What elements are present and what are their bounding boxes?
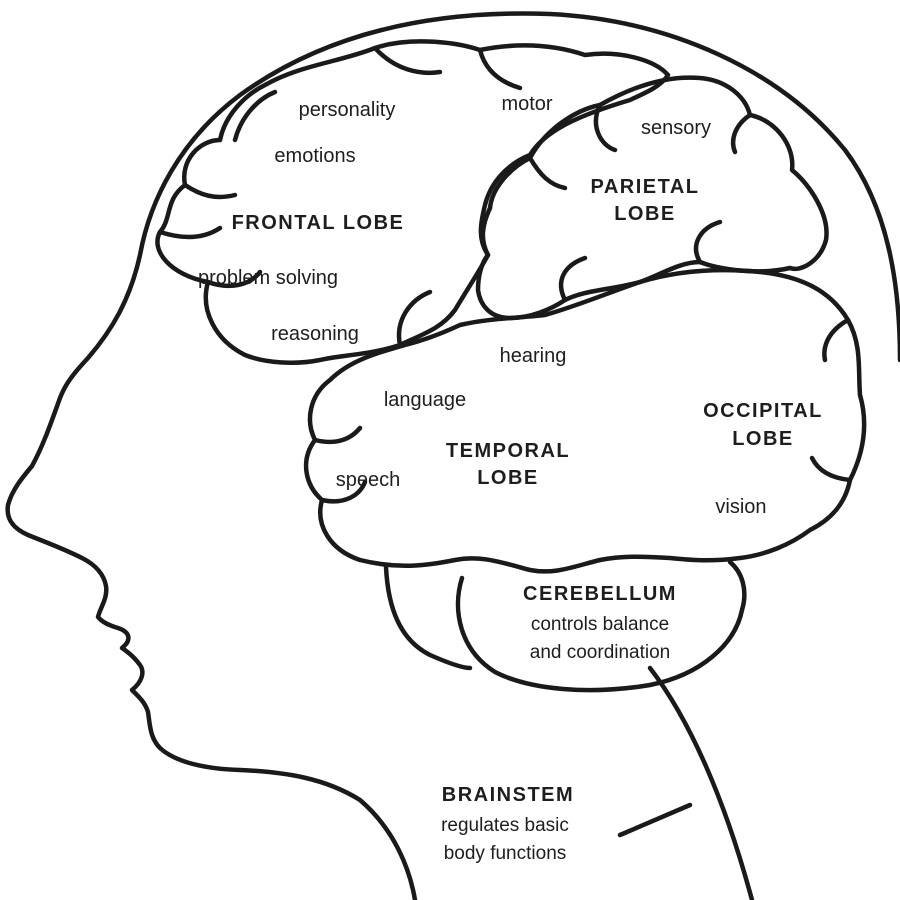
temporal-fold bbox=[809, 455, 853, 483]
neck-front-outline bbox=[383, 564, 473, 671]
frontal-fold bbox=[477, 47, 523, 91]
label-cerebellum-desc-2: and coordination bbox=[530, 642, 671, 663]
label-frontal-lobe: FRONTAL LOBE bbox=[232, 212, 405, 234]
label-personality: personality bbox=[299, 99, 396, 121]
temporal-fold bbox=[312, 425, 363, 445]
neck-back-outline bbox=[647, 665, 755, 900]
label-brainstem-title: BRAINSTEM bbox=[442, 784, 574, 806]
parietal-fold bbox=[558, 255, 588, 303]
label-parietal-lobe-line-2: LOBE bbox=[614, 203, 676, 225]
label-parietal-lobe-line-1: PARIETAL bbox=[590, 176, 699, 198]
label-brainstem-desc-2: body functions bbox=[444, 843, 567, 864]
label-cerebellum-desc-1: controls balance bbox=[531, 614, 669, 635]
parietal-fold bbox=[693, 219, 723, 265]
label-cerebellum-title: CEREBELLUM bbox=[523, 583, 677, 605]
label-emotions: emotions bbox=[274, 145, 355, 167]
frontal-fold bbox=[372, 45, 443, 75]
parietal-fold bbox=[527, 155, 568, 191]
label-occipital-lobe-line-1: OCCIPITAL bbox=[703, 400, 823, 422]
temporal-occipital-outline bbox=[303, 267, 867, 574]
frontal-lobe-outline bbox=[155, 39, 671, 365]
label-speech: speech bbox=[336, 469, 401, 491]
label-occipital-lobe-line-2: LOBE bbox=[732, 428, 794, 450]
frontal-fold bbox=[396, 289, 433, 348]
frontal-fold bbox=[232, 89, 278, 143]
parietal-fold bbox=[593, 102, 618, 153]
temporal-fold bbox=[319, 479, 368, 504]
brainstem-pointer bbox=[617, 802, 693, 838]
parietal-lobe-outline bbox=[475, 75, 829, 321]
label-sensory: sensory bbox=[641, 117, 711, 139]
label-brainstem-desc-1: regulates basic bbox=[441, 815, 569, 836]
head-outline bbox=[5, 11, 900, 900]
frontal-fold bbox=[157, 225, 223, 240]
cerebellum-outline bbox=[455, 559, 747, 693]
label-temporal-lobe-line-1: TEMPORAL bbox=[446, 440, 570, 462]
frontal-fold bbox=[182, 182, 238, 200]
label-problem-solving: problem solving bbox=[198, 267, 338, 289]
label-hearing: hearing bbox=[500, 345, 567, 367]
label-language: language bbox=[384, 389, 466, 411]
temporal-fold bbox=[822, 317, 851, 363]
label-vision: vision bbox=[715, 496, 766, 518]
label-temporal-lobe-line-2: LOBE bbox=[477, 467, 539, 489]
label-motor: motor bbox=[501, 93, 552, 115]
label-reasoning: reasoning bbox=[271, 323, 359, 345]
frontal-fold bbox=[205, 269, 263, 289]
parietal-fold bbox=[730, 112, 753, 155]
